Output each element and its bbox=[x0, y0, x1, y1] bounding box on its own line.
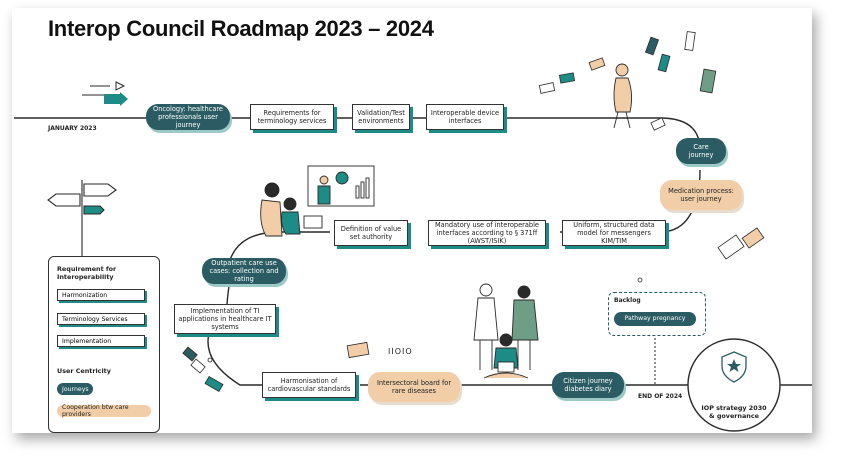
legend-item-journeys: Journeys bbox=[57, 383, 93, 395]
strategy-label: IOP strategy 2030 & governance bbox=[701, 404, 767, 420]
step-mandatory-interfaces: Mandatory use of interoperable interface… bbox=[428, 220, 546, 246]
step-device-interfaces: Interoperable device interfaces bbox=[426, 104, 504, 130]
step-terminology-requirements: Requirements for terminology services bbox=[250, 104, 334, 130]
legend-heading-user-centricity: User Centricity bbox=[57, 367, 111, 375]
legend-item-harmonization: Harmonization bbox=[57, 289, 145, 301]
binary-decoration: IIOIO bbox=[388, 347, 413, 356]
step-citizen-journey: Citizen journey diabetes diary bbox=[552, 372, 624, 398]
step-rare-diseases-board: Intersectoral board for rare diseases bbox=[368, 372, 460, 402]
step-ti-applications: Implementation of TI applications in hea… bbox=[174, 304, 276, 334]
step-oncology-journey: Oncology: healthcare professionals user … bbox=[146, 104, 230, 130]
step-validation-environments: Validation/Test environments bbox=[352, 104, 410, 130]
legend-panel: Requirement for Interoperability Harmoni… bbox=[48, 256, 160, 433]
step-medication-process: Medication process: user journey bbox=[660, 180, 742, 210]
legend-item-terminology: Terminology Services bbox=[57, 313, 145, 325]
step-uniform-data-model: Uniform, structured data model for messe… bbox=[562, 220, 666, 246]
legend-item-cooperation: Cooperation btw care providers bbox=[57, 404, 151, 418]
step-value-set-authority: Definition of value set authority bbox=[334, 220, 408, 246]
legend-item-implementation: Implementation bbox=[57, 335, 145, 347]
backlog-title: Backlog bbox=[614, 297, 641, 304]
end-date-label: END OF 2024 bbox=[638, 393, 683, 400]
start-date-label: JANUARY 2023 bbox=[48, 125, 97, 132]
backlog-item-pregnancy: Pathway pregnancy bbox=[614, 312, 696, 326]
legend-heading-interoperability: Requirement for Interoperability bbox=[57, 265, 117, 281]
step-outpatient-use-cases: Outpatient care use cases: collection an… bbox=[202, 258, 286, 284]
step-cardiovascular-standards: Harmonisation of cardiovascular standard… bbox=[262, 372, 356, 398]
page-title: Interop Council Roadmap 2023 – 2024 bbox=[48, 16, 434, 41]
step-care-journey: Care journey bbox=[676, 138, 726, 164]
